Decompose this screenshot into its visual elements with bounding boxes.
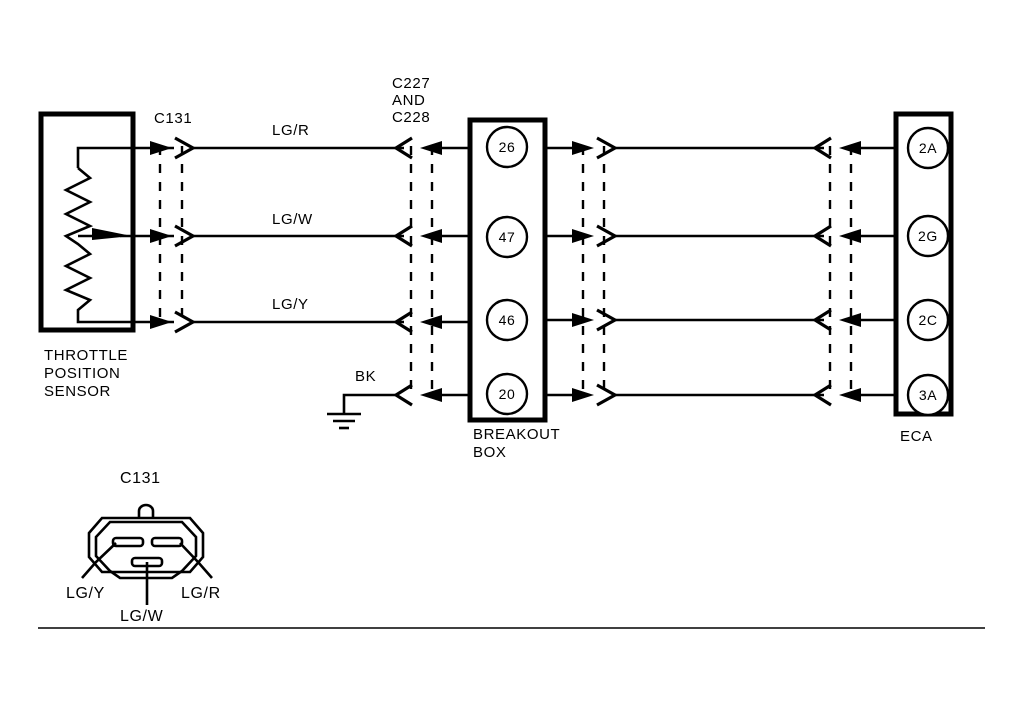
breakout-box: 26 47 46 20 BREAKOUT BOX — [467, 117, 560, 461]
c227-terminal-2 — [392, 224, 470, 248]
connector-face-c131: C131 LG/Y LG/R LG/W — [66, 470, 221, 625]
ground-wire-label: BK — [355, 368, 376, 385]
eca-pin-2g-circle — [906, 214, 950, 258]
wire-label-lg-w: LG/W — [272, 211, 313, 228]
connector-c131-label: C131 — [154, 110, 192, 127]
c131-terminal-3 — [150, 310, 404, 334]
connector-terminal-slot-left — [111, 536, 145, 548]
sensor-label-line1: THROTTLE — [44, 347, 128, 364]
mid-terminal-4 — [545, 383, 824, 407]
sensor-label-line2: POSITION — [44, 365, 120, 382]
breakout-box-label-line1: BREAKOUT — [473, 426, 560, 443]
breakout-pin-26-circle — [485, 125, 529, 169]
c131-terminal-2 — [150, 224, 404, 248]
breakout-pin-26-label: 26 — [499, 139, 516, 155]
eca-pin-2a-circle — [906, 126, 950, 170]
connector-c131-inline: C131 — [150, 110, 404, 334]
connector-inner-body — [94, 520, 198, 580]
c227-terminal-3 — [392, 310, 470, 334]
throttle-position-sensor: THROTTLE POSITION SENSOR — [38, 111, 174, 400]
breakout-box-outline — [467, 117, 548, 423]
breakout-pin-47-circle — [485, 215, 529, 259]
eca-terminal-3 — [811, 308, 896, 332]
connector-face-label-lg-r: LG/R — [181, 585, 221, 602]
chassis-ground-icon — [327, 412, 361, 430]
connector-c227-label: C227 — [392, 75, 430, 92]
connector-face-label-lg-w: LG/W — [120, 608, 164, 625]
connector-eca-inline — [811, 136, 898, 407]
eca-pin-2c-label: 2C — [918, 312, 937, 328]
eca-pin-3a-circle — [906, 373, 950, 417]
connector-mid-right — [545, 136, 824, 407]
sensor-label-line3: SENSOR — [44, 383, 111, 400]
connector-locking-tab — [137, 503, 155, 518]
leader-line-lg-y — [81, 542, 117, 579]
breakout-pin-46-circle — [485, 298, 529, 342]
breakout-pin-46-label: 46 — [499, 312, 516, 328]
connector-face-label-lg-y: LG/Y — [66, 585, 105, 602]
connector-and-label: AND — [392, 92, 425, 109]
mid-terminal-3 — [545, 308, 824, 332]
mid-terminal-2 — [545, 224, 824, 248]
connector-c228-label: C228 — [392, 109, 430, 126]
eca-module: 2A 2G 2C 3A ECA — [893, 111, 954, 445]
connector-face-title: C131 — [120, 470, 161, 487]
breakout-pin-20-circle — [485, 372, 529, 416]
ground-connection: BK — [327, 368, 396, 430]
leader-line-lg-r — [179, 542, 213, 579]
c227-terminal-1 — [392, 136, 470, 160]
eca-terminal-4 — [811, 320, 898, 407]
sensor-body-outline — [38, 111, 136, 333]
c131-terminal-1 — [150, 136, 404, 160]
breakout-pin-47-label: 47 — [499, 229, 516, 245]
breakout-box-label-line2: BOX — [473, 444, 506, 461]
connector-outer-shell — [87, 516, 205, 574]
wiper-arrow — [92, 228, 132, 240]
mid-terminal-1 — [545, 136, 824, 160]
eca-pin-2g-label: 2G — [918, 228, 938, 244]
connector-c227-c228: C227 AND C228 — [392, 75, 470, 407]
eca-label: ECA — [900, 428, 933, 445]
wire-label-lg-r: LG/R — [272, 122, 309, 139]
eca-terminal-2 — [811, 224, 896, 248]
wire-label-lg-y: LG/Y — [272, 296, 309, 313]
eca-terminal-1 — [811, 136, 896, 160]
eca-pin-2c-circle — [906, 298, 950, 342]
eca-pin-3a-label: 3A — [919, 387, 937, 403]
breakout-pin-20-label: 20 — [499, 386, 516, 402]
eca-pin-2a-label: 2A — [919, 140, 937, 156]
connector-terminal-slot-right — [150, 536, 184, 548]
